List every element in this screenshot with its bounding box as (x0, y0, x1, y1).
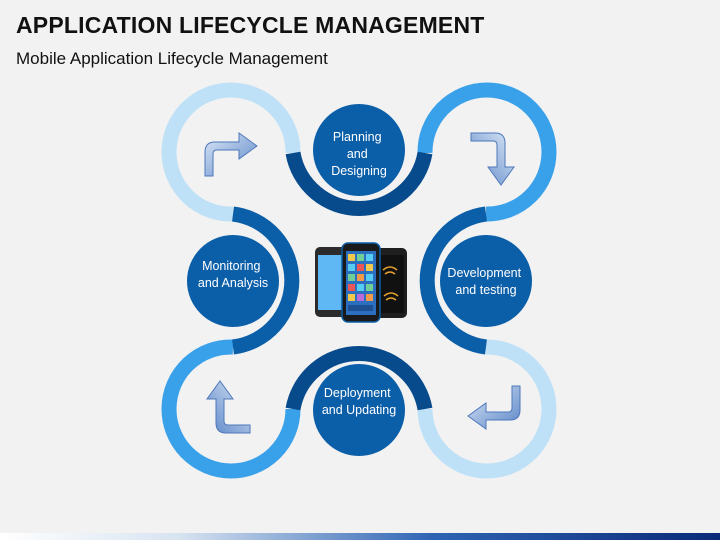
arrow-turn-down-icon (470, 132, 515, 186)
ring-arc-development (419, 206, 488, 355)
stage-label-deployment: Deployment and Updating (322, 386, 396, 417)
ring-arc-planning (285, 151, 433, 216)
footer-gradient-bar (0, 533, 720, 540)
smartphones-icon (315, 242, 407, 323)
stage-circle-planning (313, 104, 405, 196)
ring-segment-top-left (161, 82, 301, 222)
stage-label-development: Development and testing (447, 266, 524, 297)
stage-label-monitoring: Monitoring and Analysis (198, 259, 268, 290)
arrow-turn-up-icon (206, 380, 251, 434)
ring-arc-monitoring (231, 206, 300, 355)
arrow-turn-right-icon (204, 132, 258, 177)
ring-arc-deployment (285, 346, 433, 411)
stage-circle-monitoring (187, 235, 279, 327)
stage-label-planning: Planning and Designing (331, 130, 387, 178)
stage-circle-development (440, 235, 532, 327)
page-title: APPLICATION LIFECYCLE MANAGEMENT (16, 12, 485, 38)
page-subtitle: Mobile Application Lifecycle Management (16, 49, 328, 68)
ring-segment-top-right (417, 82, 557, 222)
arrow-turn-left-icon (467, 385, 521, 430)
ring-segment-bottom-left (161, 339, 301, 479)
stage-circle-deployment (313, 364, 405, 456)
ring-segment-bottom-right (417, 339, 557, 479)
